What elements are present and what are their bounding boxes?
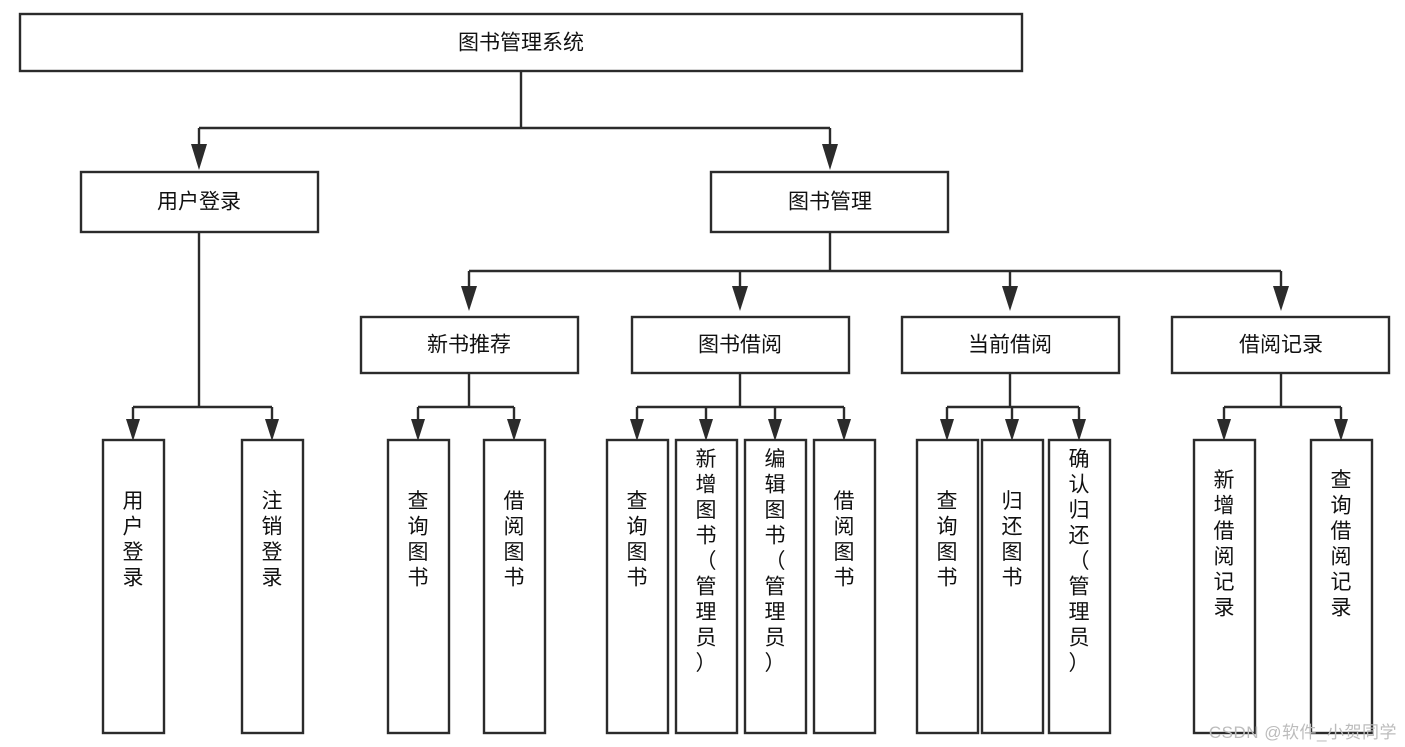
connector-group-book-borrow (630, 373, 851, 441)
node-leaf-borrow-book-1[interactable]: 借阅图书 (482, 438, 547, 735)
arrow-head-leaf-query-book-1 (411, 419, 425, 441)
node-leaf-query-book-3-box[interactable] (915, 438, 980, 735)
node-leaf-user-login-label: 用户登录 (123, 490, 144, 590)
node-leaf-query-record-box[interactable] (1309, 438, 1374, 735)
node-leaf-return-book-label: 归还图书 (1002, 490, 1023, 590)
node-current-borrow-label: 当前借阅 (968, 334, 1052, 357)
node-book-borrow-label: 图书借阅 (698, 334, 782, 357)
node-root-box[interactable] (18, 12, 1024, 73)
node-leaf-borrow-book-2[interactable]: 借阅图书 (812, 438, 877, 735)
arrow-head-leaf-query-book-3 (940, 419, 954, 441)
node-leaf-add-record[interactable]: 新增借阅记录 (1192, 438, 1257, 735)
arrow-head-user-login (191, 144, 207, 170)
connector-group-root (191, 71, 838, 170)
arrow-head-leaf-user-login (126, 419, 140, 441)
arrow-head-leaf-add-record (1217, 419, 1231, 441)
arrow-head-leaf-query-book-2 (630, 419, 644, 441)
node-leaf-return-book[interactable]: 归还图书 (980, 438, 1045, 735)
arrow-head-new-book-recommend (461, 286, 477, 311)
node-leaf-borrow-book-2-label: 借阅图书 (834, 490, 855, 590)
node-leaf-confirm-return[interactable]: 确认归还（管理员） (1047, 438, 1112, 735)
csdn-watermark: CSDN @软件_小贺同学 (1208, 723, 1397, 742)
arrow-head-book-borrow (732, 286, 748, 311)
node-new-book-recommend-label: 新书推荐 (427, 334, 511, 357)
node-leaf-query-book-1-box[interactable] (386, 438, 451, 735)
node-new-book-recommend[interactable]: 新书推荐 (359, 315, 580, 375)
node-current-borrow-box[interactable] (900, 315, 1121, 375)
arrow-head-leaf-edit-book (768, 419, 782, 441)
node-book-management-label: 图书管理 (788, 191, 872, 214)
node-leaf-query-book-3-label: 查询图书 (937, 490, 958, 590)
node-leaf-user-logout[interactable]: 注销登录 (240, 438, 305, 735)
node-leaf-add-book[interactable]: 新增图书（管理员） (674, 438, 739, 735)
node-borrow-record[interactable]: 借阅记录 (1170, 315, 1391, 375)
arrow-head-borrow-record (1273, 286, 1289, 311)
node-book-management-box[interactable] (709, 170, 950, 234)
arrow-head-leaf-user-logout (265, 419, 279, 441)
node-root-label: 图书管理系统 (458, 32, 584, 55)
arrow-head-leaf-confirm-return (1072, 419, 1086, 441)
node-leaf-borrow-book-1-box[interactable] (482, 438, 547, 735)
node-leaf-confirm-return-label: 确认归还（管理员） (1069, 448, 1090, 675)
connector-group-book-management (461, 232, 1289, 311)
node-leaf-query-book-1[interactable]: 查询图书 (386, 438, 451, 735)
node-root[interactable]: 图书管理系统 (18, 12, 1024, 73)
node-leaf-query-book-2[interactable]: 查询图书 (605, 438, 670, 735)
connector-group-current-borrow (940, 373, 1086, 441)
node-user-login-box[interactable] (79, 170, 320, 234)
node-leaf-query-book-3[interactable]: 查询图书 (915, 438, 980, 735)
arrow-head-leaf-query-record (1334, 419, 1348, 441)
node-leaf-borrow-book-2-box[interactable] (812, 438, 877, 735)
arrow-head-leaf-borrow-book-2 (837, 419, 851, 441)
node-borrow-record-label: 借阅记录 (1239, 334, 1323, 357)
node-leaf-edit-book-box[interactable] (743, 438, 808, 735)
node-leaf-user-logout-box[interactable] (240, 438, 305, 735)
node-leaf-borrow-book-1-label: 借阅图书 (504, 490, 525, 590)
node-book-borrow-box[interactable] (630, 315, 851, 375)
node-current-borrow[interactable]: 当前借阅 (900, 315, 1121, 375)
node-leaf-edit-book[interactable]: 编辑图书（管理员） (743, 438, 808, 735)
node-leaf-add-book-label: 新增图书（管理员） (696, 448, 717, 675)
node-leaf-add-record-label: 新增借阅记录 (1214, 469, 1235, 620)
node-leaf-query-book-2-box[interactable] (605, 438, 670, 735)
connector-group-new-book-recommend (411, 373, 521, 441)
node-leaf-return-book-box[interactable] (980, 438, 1045, 735)
node-leaf-confirm-return-box[interactable] (1047, 438, 1112, 735)
node-borrow-record-box[interactable] (1170, 315, 1391, 375)
connector-group-borrow-record (1217, 373, 1348, 441)
arrow-head-leaf-borrow-book-1 (507, 419, 521, 441)
node-leaf-user-login-box[interactable] (101, 438, 166, 735)
node-leaf-add-book-box[interactable] (674, 438, 739, 735)
node-leaf-query-book-2-label: 查询图书 (627, 490, 648, 590)
node-leaf-user-login[interactable]: 用户登录 (101, 438, 166, 735)
connector-group-user-login (126, 232, 279, 441)
node-user-login-label: 用户登录 (157, 191, 241, 214)
node-leaf-query-record[interactable]: 查询借阅记录 (1309, 438, 1374, 735)
arrow-head-current-borrow (1002, 286, 1018, 311)
node-leaf-query-record-label: 查询借阅记录 (1331, 469, 1352, 620)
arrow-head-leaf-add-book (699, 419, 713, 441)
arrow-head-leaf-return-book (1005, 419, 1019, 441)
node-leaf-edit-book-label: 编辑图书（管理员） (765, 448, 786, 675)
node-leaf-query-book-1-label: 查询图书 (408, 490, 429, 590)
node-book-borrow[interactable]: 图书借阅 (630, 315, 851, 375)
node-leaf-add-record-box[interactable] (1192, 438, 1257, 735)
arrow-head-book-management (822, 144, 838, 170)
node-book-management[interactable]: 图书管理 (709, 170, 950, 234)
node-leaf-user-logout-label: 注销登录 (262, 490, 283, 590)
node-new-book-recommend-box[interactable] (359, 315, 580, 375)
node-user-login[interactable]: 用户登录 (79, 170, 320, 234)
